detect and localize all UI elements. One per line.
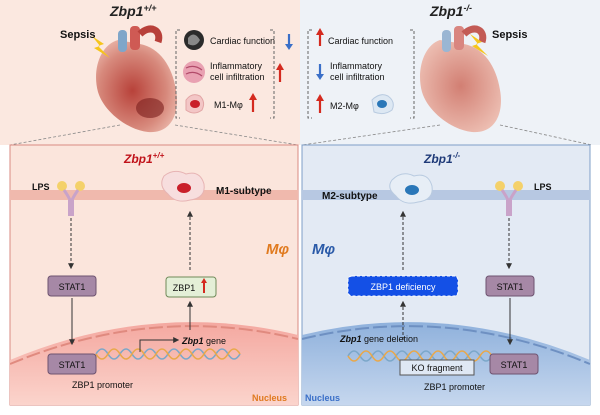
left-summary-1: Cardiac function [210,36,275,46]
left-summary-3: M1-Mφ [214,100,243,110]
up-arrow-icon [249,93,257,112]
left-septic-heart [96,25,177,133]
left-promoter-label: ZBP1 promoter [72,380,133,390]
right-summary-brace-right [410,29,415,119]
left-stat1-bottom-text: STAT1 [59,360,86,370]
right-sepsis-label: Sepsis [492,29,527,41]
zbp1-deficiency-box [347,275,459,297]
left-summary-2a: Inflammatory [210,61,263,71]
right-nucleus-label: Nucleus [305,393,340,403]
right-header-title: Zbp1-/- [429,3,472,19]
zoom-line [174,124,299,146]
lightning-icon [470,34,488,56]
right-lps-label: LPS [534,182,552,192]
ko-fragment-box [399,359,475,376]
right-tlr4-receptor [495,181,523,216]
up-arrow-icon [316,94,324,113]
left-lps-label: LPS [32,182,50,192]
right-summary-2b: cell infiltration [330,72,385,82]
left-cell-label: Mφ [266,241,289,258]
left-stat1-top-text: STAT1 [59,282,86,292]
left-gene-label: Zbp1 gene [181,336,226,346]
ko-fragment-text: KO fragment [411,363,463,373]
zbp1-deficiency-text: ZBP1 deficiency [370,282,436,292]
left-nucleus-label: Nucleus [252,393,287,403]
left-summary-brace [175,29,180,119]
left-tlr4-receptor [57,181,85,216]
right-summary-3: M2-Mφ [330,101,359,111]
left-stat1-nucleus [47,353,97,375]
right-dna-helix [347,350,493,362]
right-heart [420,25,501,133]
right-panel-title: Zbp1-/- [423,151,461,166]
up-arrow-icon [316,28,324,46]
right-summary-1: Cardiac function [328,36,393,46]
left-subtype-label: M1-subtype [216,186,272,197]
zoom-line [499,124,593,146]
right-stat1-cytoplasm [485,275,535,297]
down-arrow-icon [316,64,324,80]
left-summary-2b: cell infiltration [210,72,265,82]
zoom-line [9,124,121,146]
right-summary-2a: Inflammatory [330,61,383,71]
right-deletion-label: Zbp1 gene deletion [339,334,418,344]
down-arrow-icon [285,34,293,50]
left-zbp1-text: ZBP1 [173,283,196,293]
right-promoter-label: ZBP1 promoter [424,382,485,392]
right-stat1-top-text: STAT1 [497,282,524,292]
right-summary-brace [307,29,312,119]
up-arrow-icon [276,63,284,82]
zoom-line [301,124,441,146]
right-stat1-bottom-text: STAT1 [501,360,528,370]
left-stat1-cytoplasm [47,275,97,297]
left-nucleus [10,322,298,405]
lightning-icon [92,36,110,58]
left-sepsis-label: Sepsis [60,29,95,41]
left-header-title: Zbp1+/+ [109,3,157,19]
right-cell-label: Mφ [312,241,335,258]
left-panel-title: Zbp1+/+ [123,151,165,166]
right-stat1-nucleus [489,353,539,375]
left-summary-brace-right [270,29,275,119]
left-transcription-arrow [139,337,180,352]
right-subtype-label: M2-subtype [322,191,378,202]
left-dna-helix [95,348,241,360]
